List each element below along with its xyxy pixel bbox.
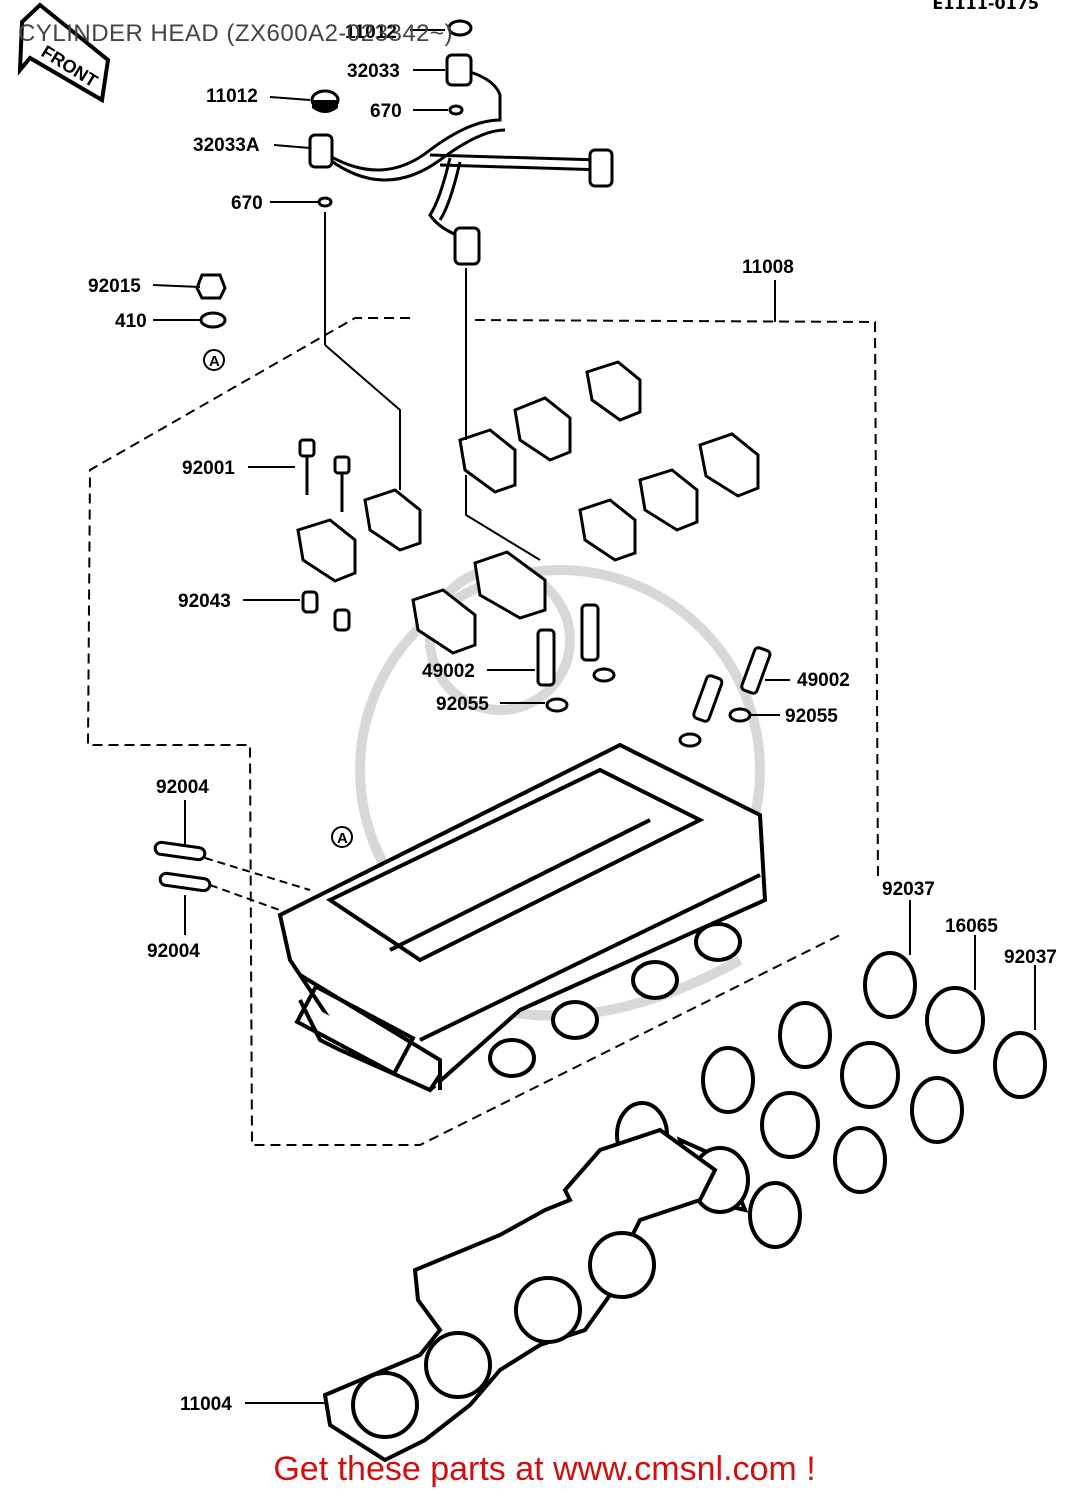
svg-text:A: A [337,830,348,847]
svg-text:A: A [209,353,220,370]
label-92004-a: 92004 [156,777,209,798]
head-gasket-11004 [322,1127,718,1463]
leader-lines [152,29,1036,1404]
label-32033A: 32033A [193,135,260,156]
label-92037-a: 92037 [882,879,935,900]
label-670-b: 670 [231,193,263,214]
dowels-92043 [301,590,351,632]
label-49002-b: 49002 [797,670,850,691]
dowels-92004 [153,840,212,893]
cap-11012-top [447,19,473,37]
footer-link[interactable]: Get these parts at www.cmsnl.com ! [273,1450,816,1488]
washer-670 [448,104,464,116]
doc-number: E1111-0175 [932,0,1039,13]
washer-410 [199,311,227,329]
bolts-92001 [298,438,351,512]
holders-16065 [676,986,985,1214]
label-92015: 92015 [88,276,141,297]
nut-92015 [195,273,227,300]
label-16065: 16065 [945,916,998,937]
guides-49002 [536,603,772,723]
label-11012-a: 11012 [345,22,397,43]
part-labels: 11012 32033 11012 670 32033A 670 92015 4… [88,22,1057,1415]
label-11008: 11008 [742,257,794,278]
ref-mark-a-top: A [203,349,225,371]
page-title: CYLINDER HEAD (ZX600A2-023342~) [18,20,454,47]
label-11004: 11004 [180,1394,232,1415]
label-92055-b: 92055 [785,706,838,727]
group-boundary-11008 [474,319,879,881]
label-92037-b: 92037 [1004,947,1057,968]
washer-670-lower [317,196,333,208]
label-92001: 92001 [182,458,235,479]
label-92055-a: 92055 [436,694,489,715]
cylinder-head-11008 [277,742,768,1093]
label-92043: 92043 [178,591,231,612]
label-410: 410 [115,311,147,332]
group-boundary-11008-left [86,317,841,1146]
label-32033: 32033 [347,61,400,82]
label-92004-b: 92004 [147,941,200,962]
label-11012-b: 11012 [206,86,258,107]
label-49002-a: 49002 [422,661,475,682]
ref-mark-a-head: A [331,826,353,848]
oil-pipe-32033 [308,53,614,266]
intake-ports [488,922,742,1078]
camshaft-caps [296,360,760,655]
orings-92055 [545,667,752,748]
label-670-a: 670 [370,101,402,122]
cap-11012 [310,89,340,113]
